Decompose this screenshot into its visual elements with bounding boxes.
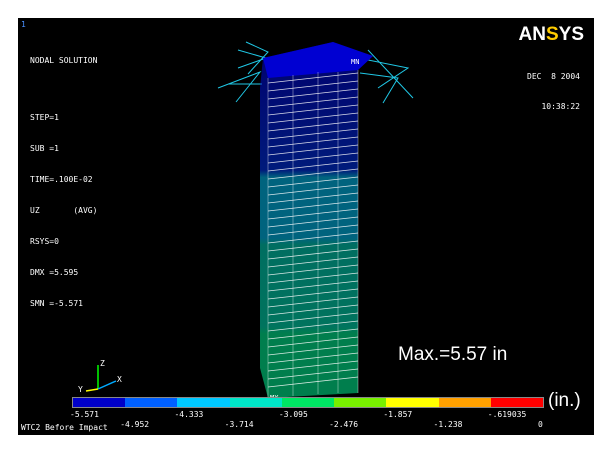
logo-part: YS: [558, 24, 584, 45]
contour-legend-bar: [72, 397, 544, 408]
info-line: SMN =-5.571: [30, 299, 83, 308]
graphics-window: 1 NODAL SOLUTION STEP=1 SUB =1 TIME=.100…: [18, 18, 594, 435]
logo-part: AN: [518, 24, 546, 45]
triad-y-label: Y: [78, 385, 83, 394]
legend-tick-upper: -.619035: [487, 410, 527, 419]
building-top: [263, 42, 373, 78]
axis-triad: Z X Y: [78, 359, 122, 394]
info-line: RSYS=0: [30, 237, 59, 246]
legend-tick-lower: 0: [538, 420, 543, 429]
solution-info-block: NODAL SOLUTION STEP=1 SUB =1 TIME=.100E-…: [30, 36, 97, 330]
legend-swatch: [490, 398, 543, 407]
legend-swatch: [73, 398, 126, 407]
building-model-plot: MN MX: [217, 41, 414, 402]
legend-tick-upper: -4.333: [174, 410, 204, 419]
legend-tick-lower: -2.476: [329, 420, 359, 429]
info-line: NODAL SOLUTION: [30, 56, 98, 65]
date-text: DEC 8 2004: [527, 72, 580, 81]
logo-part: S: [545, 24, 559, 45]
info-line: TIME=.100E-02: [30, 175, 93, 184]
legend-swatch: [281, 398, 335, 407]
legend-swatch: [229, 398, 282, 407]
plot-caption: WTC2 Before Impact: [21, 423, 108, 432]
legend-swatch: [438, 398, 491, 407]
info-line: SUB =1: [30, 144, 59, 153]
info-line: STEP=1: [30, 113, 59, 122]
min-node-label: MN: [351, 58, 359, 66]
triad-x-label: X: [117, 375, 122, 384]
legend-tick-lower: -4.952: [120, 420, 150, 429]
legend-tick-upper: -1.857: [383, 410, 413, 419]
legend-swatch: [125, 398, 178, 407]
building-body: [260, 42, 373, 398]
column-lines: [267, 70, 359, 398]
date-time-stamp: DEC 8 2004 10:38:22: [527, 52, 580, 132]
ansys-logo: ANSYS: [519, 24, 585, 46]
info-line: UZ (AVG): [30, 206, 98, 215]
window-number: 1: [21, 20, 26, 29]
info-line: DMX =5.595: [30, 268, 79, 277]
floor-lines: [267, 72, 359, 388]
units-label: (in.): [548, 390, 581, 411]
legend-tick-lower: -1.238: [433, 420, 463, 429]
legend-tick-upper: -5.571: [70, 410, 99, 419]
legend-swatch: [334, 398, 387, 407]
legend-swatch: [177, 398, 230, 407]
legend-tick-lower: -3.714: [224, 420, 254, 429]
legend-tick-upper: -3.095: [278, 410, 308, 419]
triad-z-label: Z: [100, 359, 105, 368]
time-text: 10:38:22: [541, 102, 580, 111]
legend-swatch: [386, 398, 439, 407]
max-value-annotation: Max.=5.57 in: [398, 344, 508, 365]
